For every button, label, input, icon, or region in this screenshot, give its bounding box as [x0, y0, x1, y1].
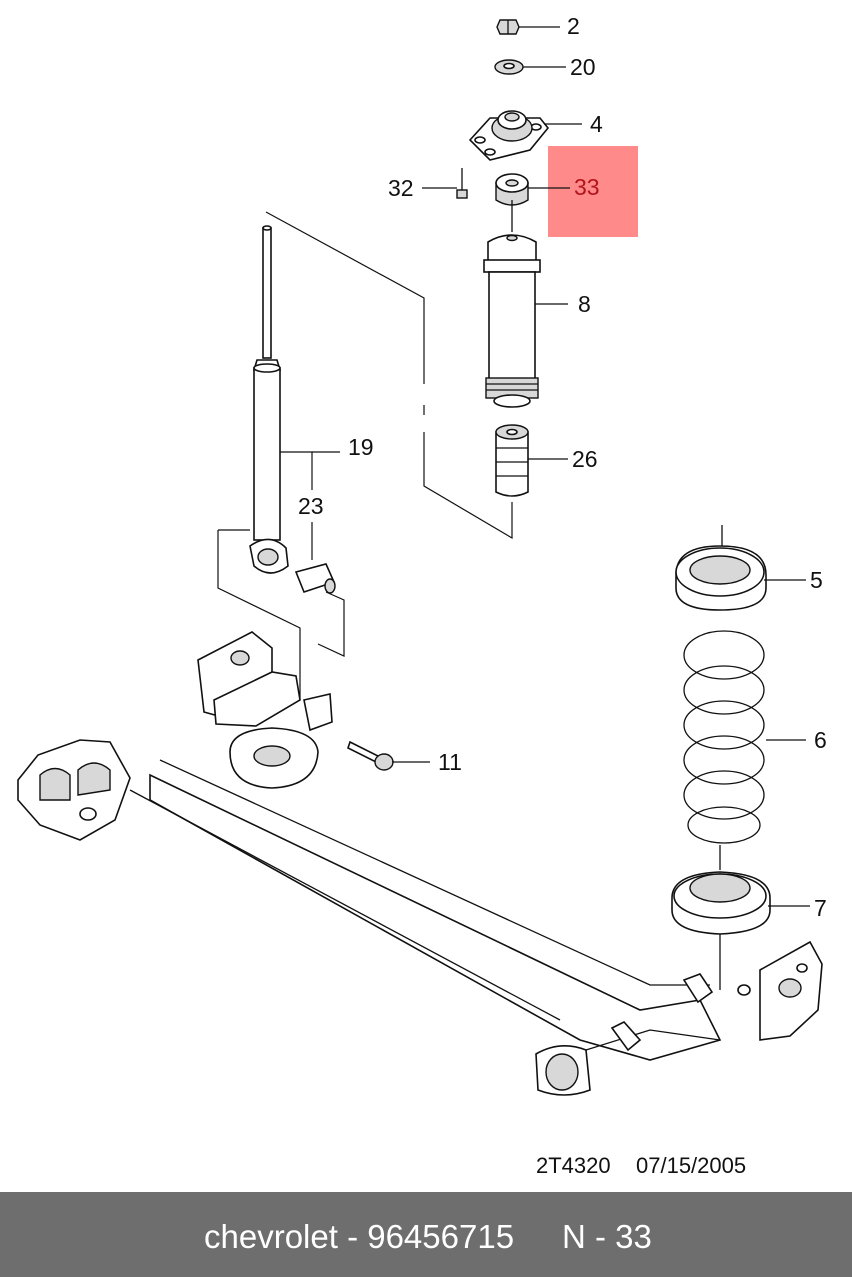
label-part-19: 19 [348, 434, 374, 460]
part-dust-cover-8 [483, 234, 541, 408]
label-part-6: 6 [814, 727, 827, 753]
part-bushing-33 [495, 173, 529, 206]
part-bump-stop-26 [495, 424, 529, 497]
label-part-2: 2 [567, 13, 580, 39]
part-bushing-23 [294, 563, 336, 594]
footer-part-info: chevrolet - 96456715 [204, 1218, 515, 1255]
label-part-8: 8 [578, 291, 591, 317]
label-part-20: 20 [570, 54, 596, 80]
footer-bar: chevrolet - 96456715 N - 33 [0, 1192, 852, 1277]
part-coil-spring-6 [683, 630, 765, 844]
part-washer-20 [494, 59, 524, 75]
part-bolt-11 [347, 740, 394, 771]
label-part-7: 7 [814, 895, 827, 921]
label-part-5: 5 [810, 567, 823, 593]
drawing-date: 07/15/2005 [636, 1153, 746, 1178]
footer-ref: N - 33 [562, 1218, 652, 1255]
part-spring-seat-5 [675, 525, 767, 611]
part-nut-2 [496, 19, 520, 35]
part-lower-seat-7 [671, 845, 771, 990]
part-top-mount-4 [468, 110, 550, 161]
part-shock-absorber-19 [249, 225, 289, 574]
label-part-4: 4 [590, 111, 603, 137]
drawing-code: 2T4320 [536, 1153, 611, 1178]
label-part-32: 32 [388, 175, 414, 201]
suspension-exploded-diagram: 2 20 4 32 33 8 19 23 26 5 6 11 7 2T4320 … [17, 13, 827, 1178]
label-part-26: 26 [572, 446, 598, 472]
highlight-box-33 [548, 146, 638, 237]
part-rear-axle-beam [17, 631, 823, 1096]
label-part-33: 33 [574, 174, 600, 200]
part-bolt-32 [456, 168, 468, 199]
label-part-11: 11 [438, 749, 462, 775]
label-part-23: 23 [298, 493, 324, 519]
